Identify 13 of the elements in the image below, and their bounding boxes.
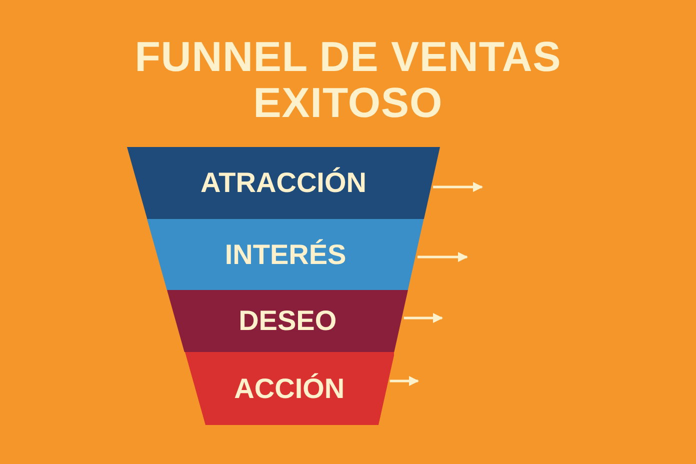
- funnel-stage: [127, 147, 440, 219]
- funnel-stage: [167, 290, 408, 352]
- stage-label: DESEO: [238, 305, 338, 337]
- title: FUNNEL DE VENTAS EXITOSO: [134, 34, 562, 126]
- funnel-stage: [184, 352, 394, 425]
- arrow: [433, 182, 483, 192]
- arrow: [404, 313, 443, 323]
- arrow: [390, 376, 419, 386]
- stage-label: ACCIÓN: [233, 372, 346, 404]
- funnel-stage: [147, 219, 424, 290]
- stage-label: INTERÉS: [224, 238, 348, 270]
- stage-label: ATRACCIÓN: [200, 167, 368, 199]
- arrow: [417, 252, 468, 262]
